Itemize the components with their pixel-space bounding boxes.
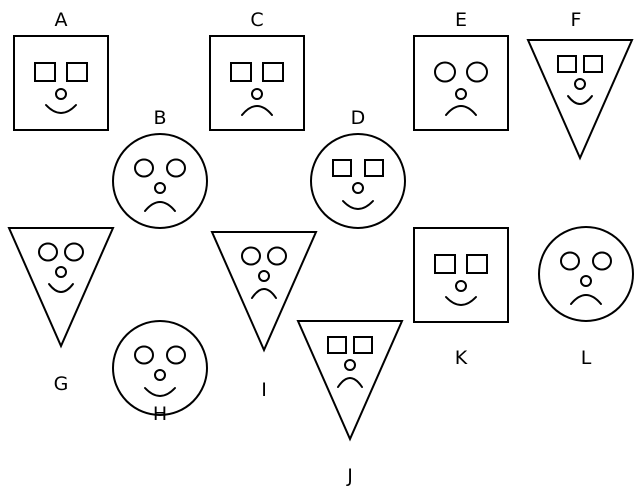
nose-icon bbox=[352, 182, 364, 194]
eye-square-icon bbox=[34, 62, 56, 82]
eye-circle-icon bbox=[560, 251, 580, 271]
eye-square-icon bbox=[353, 336, 373, 354]
eye-square-icon bbox=[583, 55, 603, 73]
triangle-outline bbox=[296, 320, 404, 442]
eye-circle-icon bbox=[38, 242, 58, 262]
face-label: F bbox=[571, 9, 582, 31]
nose-icon bbox=[55, 266, 67, 278]
smile-mouth-icon bbox=[567, 95, 593, 105]
nose-icon bbox=[251, 88, 263, 100]
face-label: D bbox=[351, 107, 366, 129]
circle-outline bbox=[538, 226, 634, 322]
eye-circle-icon bbox=[166, 158, 186, 178]
frown-mouth-icon bbox=[570, 294, 602, 305]
face-label: I bbox=[261, 379, 267, 401]
eye-circle-icon bbox=[466, 61, 488, 83]
face-label: B bbox=[153, 107, 166, 129]
eye-square-icon bbox=[332, 159, 352, 177]
face-d: D bbox=[310, 107, 406, 229]
face-b: B bbox=[112, 107, 208, 229]
eye-square-icon bbox=[434, 254, 456, 274]
face-label: H bbox=[153, 403, 167, 425]
smile-mouth-icon bbox=[45, 104, 77, 114]
eye-circle-icon bbox=[134, 158, 154, 178]
face-label: K bbox=[455, 347, 468, 369]
square-outline bbox=[413, 35, 509, 131]
eye-square-icon bbox=[466, 254, 488, 274]
smile-mouth-icon bbox=[445, 296, 477, 306]
face-i: I bbox=[210, 231, 318, 401]
eye-circle-icon bbox=[64, 242, 84, 262]
square-outline bbox=[209, 35, 305, 131]
face-label: C bbox=[250, 9, 263, 31]
square-outline bbox=[413, 227, 509, 323]
nose-icon bbox=[154, 182, 166, 194]
face-label: G bbox=[54, 373, 69, 395]
face-label: A bbox=[55, 9, 68, 31]
circle-outline bbox=[310, 133, 406, 229]
face-k: K bbox=[413, 227, 509, 369]
face-label: L bbox=[581, 347, 592, 369]
triangle-outline bbox=[526, 39, 634, 161]
eye-square-icon bbox=[66, 62, 88, 82]
nose-icon bbox=[455, 88, 467, 100]
eye-circle-icon bbox=[166, 345, 186, 365]
eye-circle-icon bbox=[592, 251, 612, 271]
eye-circle-icon bbox=[241, 246, 261, 266]
face-label: E bbox=[455, 9, 467, 31]
circle-outline bbox=[112, 320, 208, 416]
frown-mouth-icon bbox=[251, 288, 277, 299]
face-l: L bbox=[538, 226, 634, 369]
smile-mouth-icon bbox=[48, 283, 74, 293]
nose-icon bbox=[580, 275, 592, 287]
face-a: A bbox=[13, 9, 109, 131]
eye-circle-icon bbox=[434, 61, 456, 83]
face-e: E bbox=[413, 9, 509, 131]
triangle-outline bbox=[210, 231, 318, 353]
eye-square-icon bbox=[230, 62, 252, 82]
frown-mouth-icon bbox=[144, 201, 176, 212]
triangle-outline bbox=[7, 227, 115, 349]
nose-icon bbox=[574, 78, 586, 90]
nose-icon bbox=[258, 270, 270, 282]
nose-icon bbox=[55, 88, 67, 100]
face-label: J bbox=[346, 465, 353, 487]
nose-icon bbox=[455, 280, 467, 292]
face-c: C bbox=[209, 9, 305, 131]
circle-outline bbox=[112, 133, 208, 229]
frown-mouth-icon bbox=[337, 377, 363, 388]
face-h: H bbox=[112, 320, 208, 425]
frown-mouth-icon bbox=[445, 105, 477, 116]
eye-circle-icon bbox=[267, 246, 287, 266]
eye-square-icon bbox=[364, 159, 384, 177]
smile-mouth-icon bbox=[342, 200, 374, 210]
face-g: G bbox=[7, 227, 115, 395]
eye-circle-icon bbox=[134, 345, 154, 365]
frown-mouth-icon bbox=[241, 105, 273, 116]
eye-square-icon bbox=[327, 336, 347, 354]
smile-mouth-icon bbox=[144, 387, 176, 397]
square-outline bbox=[13, 35, 109, 131]
nose-icon bbox=[154, 369, 166, 381]
nose-icon bbox=[344, 359, 356, 371]
face-j: J bbox=[296, 320, 404, 487]
face-f: F bbox=[526, 9, 634, 161]
eye-square-icon bbox=[557, 55, 577, 73]
eye-square-icon bbox=[262, 62, 284, 82]
